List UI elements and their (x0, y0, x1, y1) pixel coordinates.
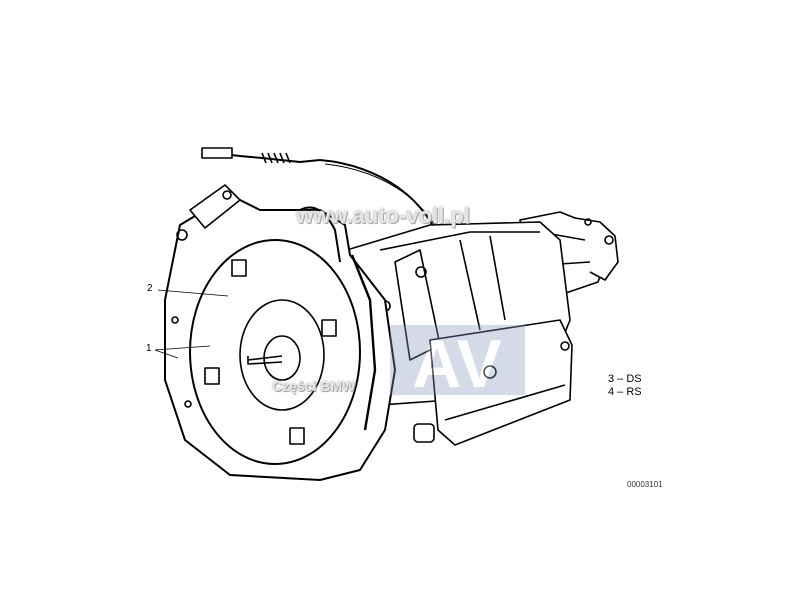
av-logo-watermark: AV (390, 325, 525, 402)
legend-item-ds: 3 – DS (608, 373, 642, 385)
watermark-url: www.auto-voll.pl (296, 203, 470, 228)
callout-1: 1 (146, 343, 152, 354)
legend: 3 – DS 4 – RS (608, 373, 642, 399)
legend-item-rs: 4 – RS (608, 386, 642, 398)
svg-text:AV: AV (412, 326, 501, 402)
part-number: 00003101 (627, 480, 663, 489)
torque-converter (189, 239, 361, 465)
callout-2: 2 (147, 283, 153, 294)
oil-pan (413, 319, 573, 446)
leader-lines (154, 289, 229, 359)
watermark-caption: Części BMW (272, 378, 356, 394)
